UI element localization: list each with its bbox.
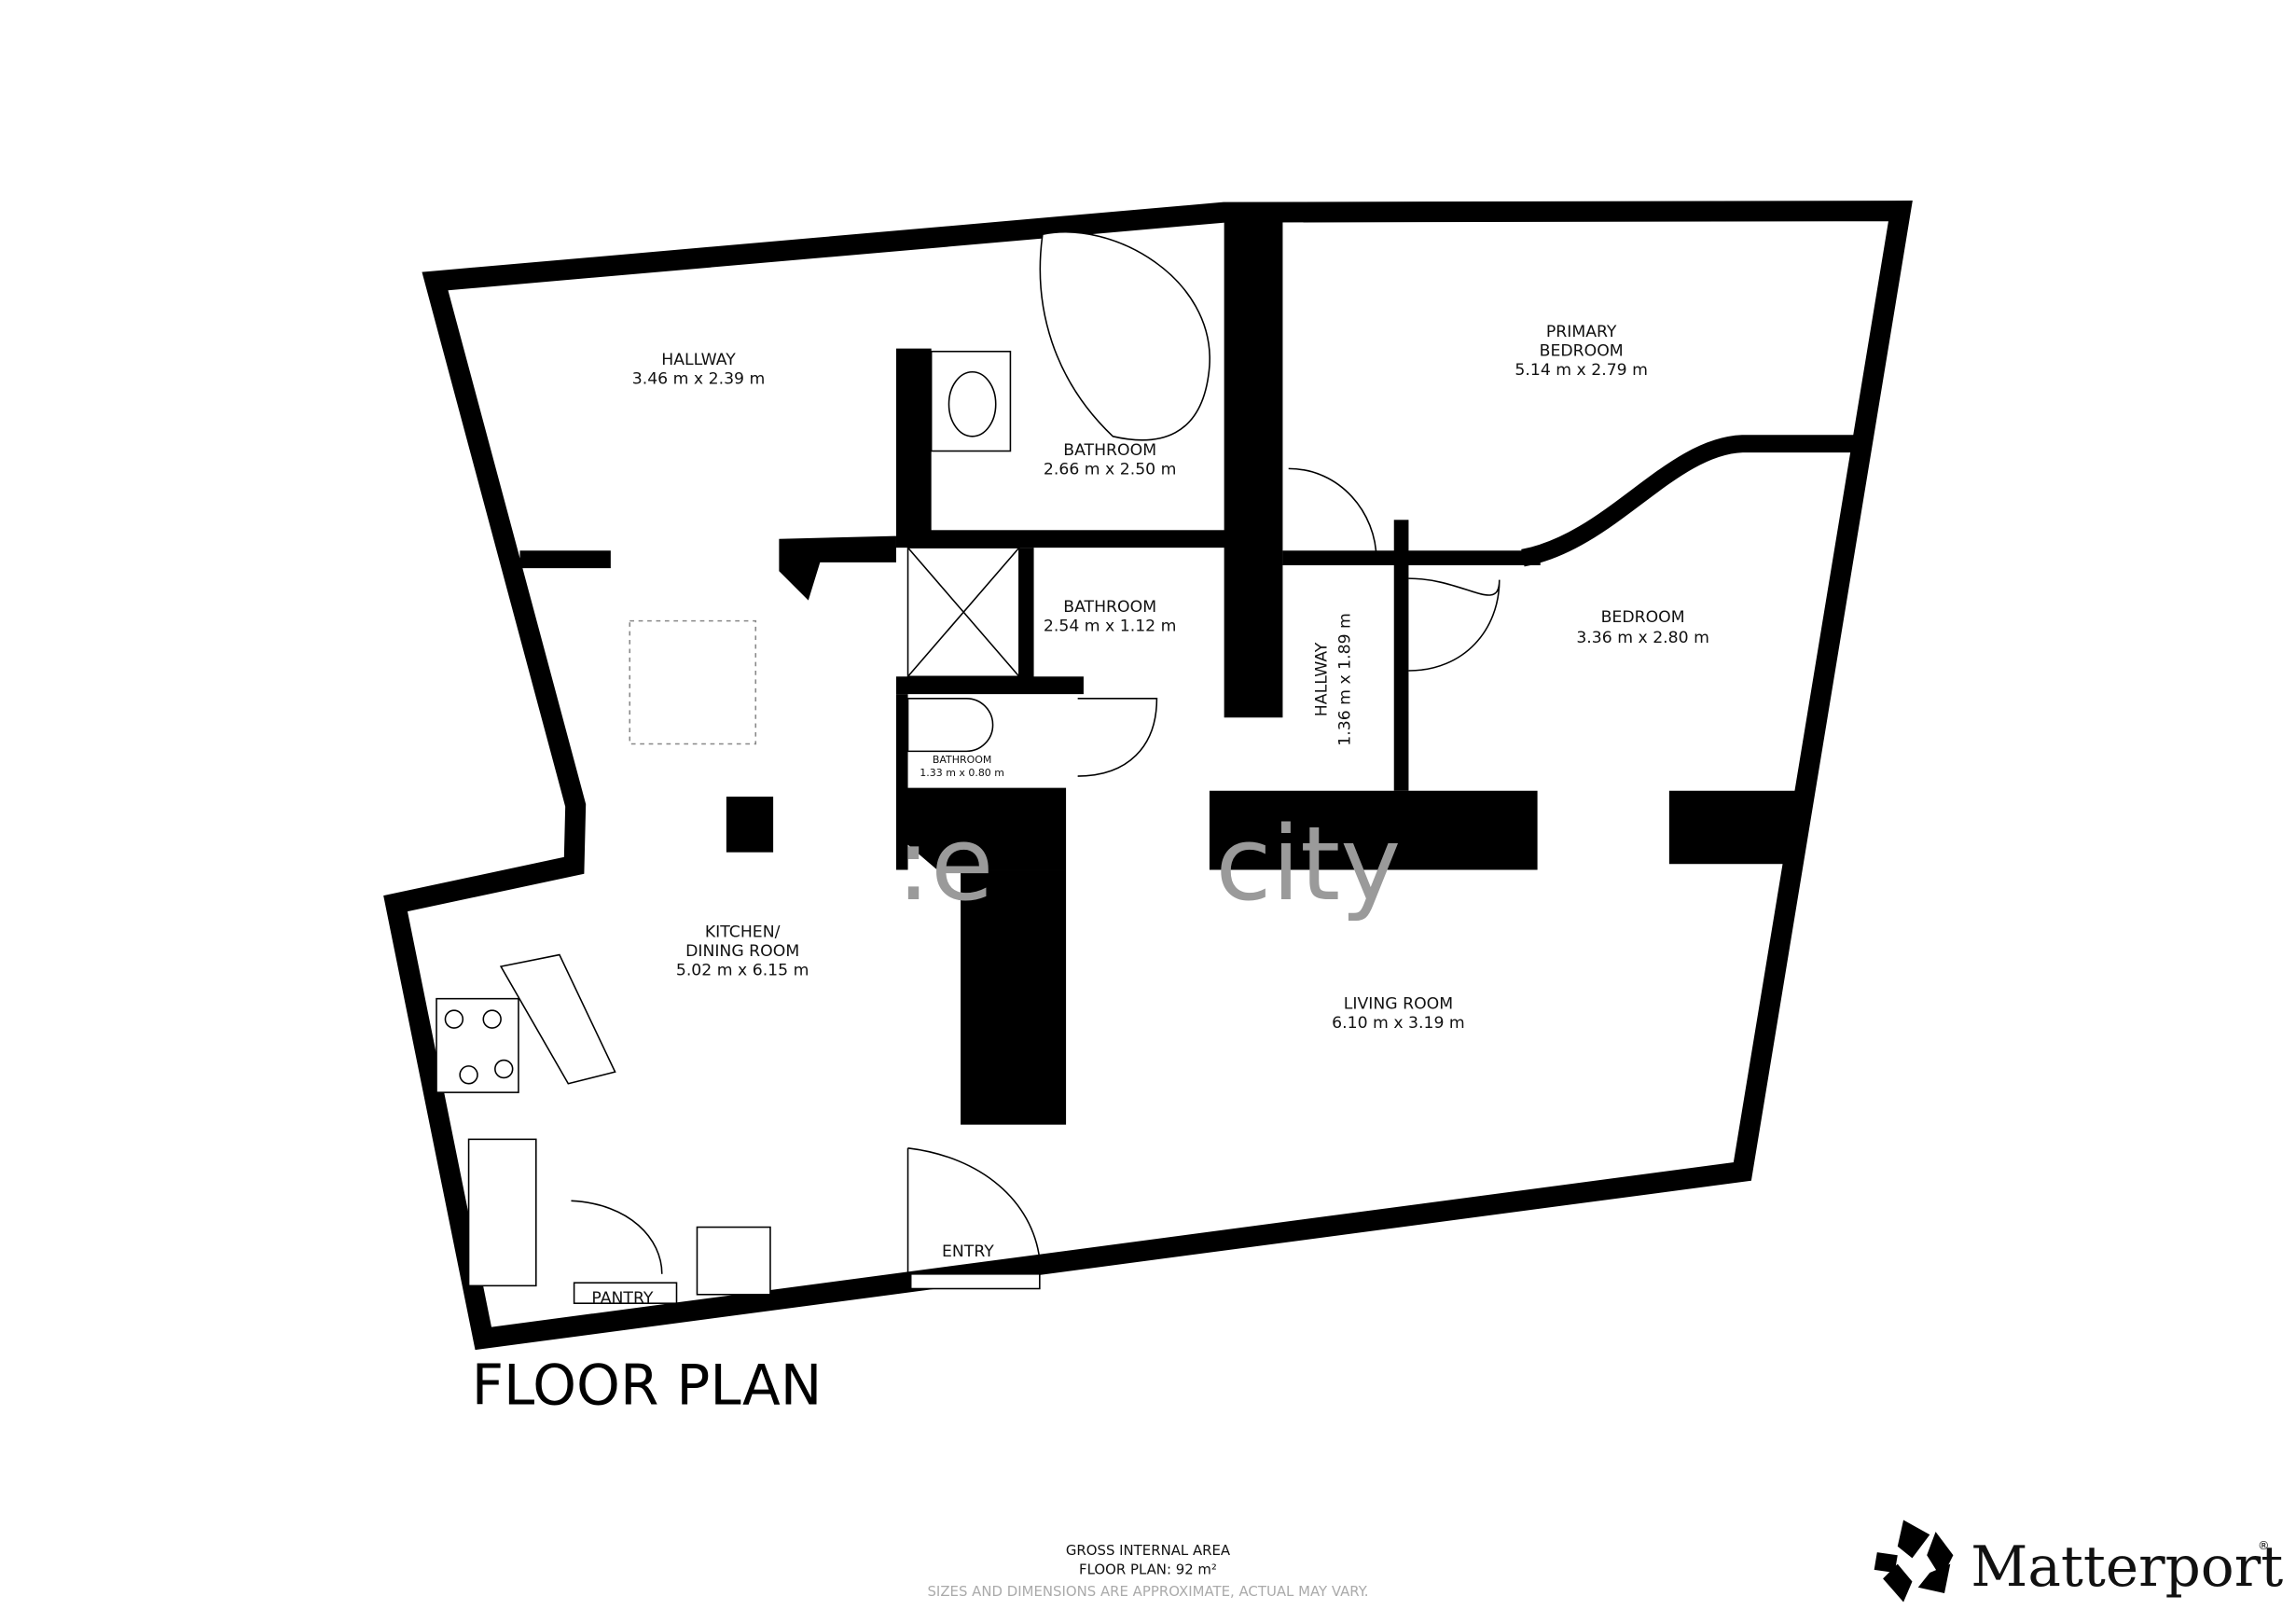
room-name: LIVING ROOM (1344, 995, 1453, 1014)
room-name: HALLWAY (661, 351, 736, 369)
room-name: BEDROOM (1601, 608, 1685, 627)
watermark-left: :e (896, 804, 994, 923)
room-name: PANTRY (591, 1289, 653, 1308)
room-size: 3.46 m x 2.39 m (632, 369, 766, 388)
room-size: 1.36 m x 1.89 m (1336, 613, 1355, 746)
room-name: ENTRY (942, 1242, 994, 1261)
room-name: KITCHEN/ (705, 923, 781, 942)
registered-mark: ® (2258, 1538, 2270, 1552)
door-swing (1288, 467, 1377, 560)
room-size: 6.10 m x 3.19 m (1332, 1014, 1465, 1033)
disclaimer: SIZES AND DIMENSIONS ARE APPROXIMATE, AC… (927, 1583, 1368, 1600)
footer: GROSS INTERNAL AREA FLOOR PLAN: 92 m² SI… (927, 1542, 1368, 1600)
pantry-shelf (573, 1282, 678, 1304)
matterport-icon (1874, 1520, 1954, 1603)
pantry-door-swing (571, 1200, 663, 1274)
skylight (629, 619, 757, 745)
room-name: PRIMARY (1546, 323, 1617, 341)
room-size: 1.33 m x 0.80 m (920, 767, 1004, 779)
room-size: 2.66 m x 2.50 m (1044, 461, 1177, 479)
room-name: BATHROOM (933, 754, 991, 766)
bathtub-icon (1039, 231, 1210, 441)
page-title: FLOOR PLAN (472, 1354, 823, 1419)
fixtures (436, 231, 1501, 1304)
room-size: 5.02 m x 6.15 m (676, 962, 809, 980)
room-name: BEDROOM (1540, 341, 1624, 360)
room-size: 2.54 m x 1.12 m (1044, 618, 1177, 636)
entry-door-swing (907, 1147, 1041, 1260)
room-size: 3.36 m x 2.80 m (1576, 629, 1709, 647)
brand-name: Matterport (1971, 1535, 2283, 1600)
room-name: BATHROOM (1063, 441, 1156, 460)
outer-walls (383, 201, 1913, 1351)
room-name: HALLWAY (1313, 642, 1332, 716)
area-value: FLOOR PLAN: 92 m² (1079, 1562, 1217, 1578)
room-size: 5.14 m x 2.79 m (1515, 361, 1648, 380)
watermark: :e city (896, 804, 1401, 923)
matterport-logo: Matterport ® (1874, 1520, 2283, 1603)
area-heading: GROSS INTERNAL AREA (1066, 1542, 1231, 1559)
watermark-right: city (1215, 804, 1401, 923)
room-name: DINING ROOM (685, 942, 799, 961)
room-name: BATHROOM (1063, 598, 1156, 617)
kitchen-sink-icon (467, 1138, 537, 1287)
kitchen-island (499, 953, 616, 1085)
room-labels: HALLWAY 3.46 m x 2.39 m BATHROOM 2.66 m … (591, 323, 1708, 1308)
appliance (696, 1226, 771, 1296)
interior-walls (519, 204, 1867, 1125)
toilet-icon (906, 698, 994, 753)
